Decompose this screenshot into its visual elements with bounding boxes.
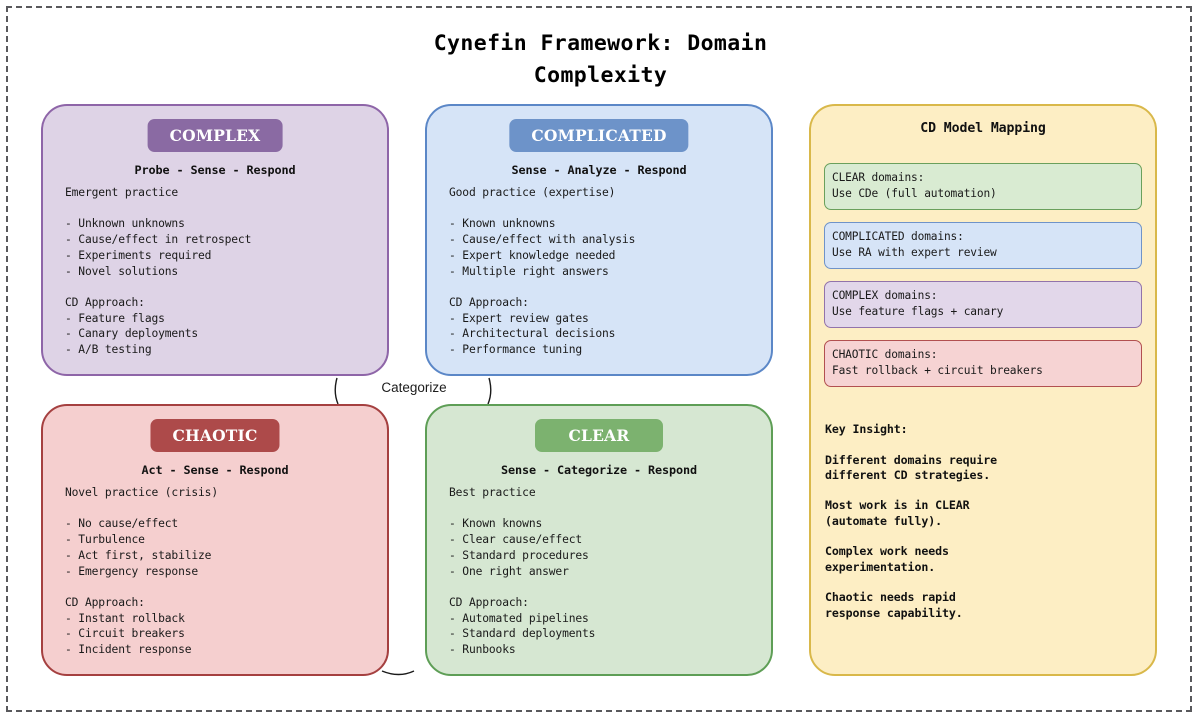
quadrant-clear-body: Best practice - Known knowns - Clear cau… xyxy=(449,486,596,657)
quadrant-complicated[interactable]: COMPLICATED Sense - Analyze - Respond Go… xyxy=(425,104,773,376)
quadrant-complicated-subtitle: Sense - Analyze - Respond xyxy=(511,163,687,177)
mapping-card-list: CLEAR domains: Use CDe (full automation)… xyxy=(824,163,1142,399)
quadrant-chaotic-subtitle: Act - Sense - Respond xyxy=(141,463,289,477)
mapping-card-complex[interactable]: COMPLEX domains: Use feature flags + can… xyxy=(824,281,1142,328)
quadrant-complex[interactable]: COMPLEX Probe - Sense - Respond Emergent… xyxy=(41,104,389,376)
quadrant-chaotic[interactable]: CHAOTIC Act - Sense - Respond Novel prac… xyxy=(41,404,389,676)
cd-model-mapping-panel: CD Model Mapping CLEAR domains: Use CDe … xyxy=(809,104,1157,676)
center-categorize-label: Categorize xyxy=(381,380,447,395)
quadrant-complicated-badge: COMPLICATED xyxy=(509,119,689,152)
quadrant-clear-badge: CLEAR xyxy=(535,419,663,452)
quadrant-clear-subtitle: Sense - Categorize - Respond xyxy=(500,463,698,477)
quadrant-chaotic-badge: CHAOTIC xyxy=(150,419,280,452)
quadrant-complicated-body: Good practice (expertise) - Known unknow… xyxy=(449,186,636,357)
mapping-card-clear[interactable]: CLEAR domains: Use CDe (full automation) xyxy=(824,163,1142,210)
mapping-card-complicated[interactable]: COMPLICATED domains: Use RA with expert … xyxy=(824,222,1142,269)
quadrant-clear[interactable]: CLEAR Sense - Categorize - Respond Best … xyxy=(425,404,773,676)
quadrant-complex-badge: COMPLEX xyxy=(147,119,283,152)
quadrant-complex-subtitle: Probe - Sense - Respond xyxy=(134,163,296,177)
quadrant-complex-body: Emergent practice - Unknown unknowns - C… xyxy=(65,186,252,357)
quadrant-chaotic-body: Novel practice (crisis) - No cause/effec… xyxy=(65,486,218,657)
page-title: Cynefin Framework: Domain Complexity xyxy=(433,31,768,88)
key-insight-text: Key Insight: Different domains require d… xyxy=(825,422,998,620)
connector-bottom xyxy=(381,670,415,676)
mapping-card-chaotic[interactable]: CHAOTIC domains: Fast rollback + circuit… xyxy=(824,340,1142,387)
sidebar-title: CD Model Mapping xyxy=(920,121,1046,136)
